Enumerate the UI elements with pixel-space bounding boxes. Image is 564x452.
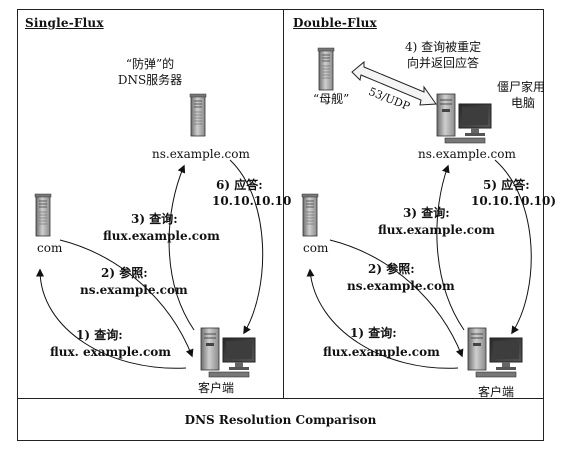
client-computer-icon xyxy=(200,327,256,378)
arrow-right-step5-answer xyxy=(494,159,532,335)
arrow-right-step3-query xyxy=(436,164,465,331)
arrow-step6-answer xyxy=(229,159,264,335)
com-label: com xyxy=(37,241,63,255)
zombie-label-line2: 电脑 xyxy=(511,96,536,110)
diagram-caption: DNS Resolution Comparison xyxy=(184,413,377,427)
right-step1-value: flux.example.com xyxy=(323,345,440,359)
arrow-right-step1-query xyxy=(306,268,459,369)
step4-line1: 4) 查询被重定 xyxy=(405,40,482,54)
single-flux-title: Single-Flux xyxy=(25,16,104,30)
step2-value: ns.example.com xyxy=(80,283,188,297)
arrow-step2-referral xyxy=(59,239,194,358)
right-step2-value: ns.example.com xyxy=(347,279,455,293)
client-label: 客户端 xyxy=(198,381,235,395)
ns-server-icon xyxy=(189,93,207,137)
right-step2-label: 2) 参照: xyxy=(368,262,415,276)
right-step1-label: 1) 查询: xyxy=(350,326,397,340)
diagram-frame xyxy=(17,9,544,441)
com-server-icon xyxy=(34,193,52,237)
arrow-step1-query xyxy=(36,268,187,369)
bulletproof-label-line1: “防弹”的 xyxy=(125,57,175,71)
right-com-label: com xyxy=(303,241,329,255)
step1-value: flux. example.com xyxy=(50,345,171,359)
com-server-icon-right xyxy=(301,193,319,237)
double-flux-title: Double-Flux xyxy=(293,16,377,30)
step4-line2: 向并返回应答 xyxy=(407,56,480,70)
client-computer-icon-right xyxy=(467,327,523,378)
arrow-right-step2-referral xyxy=(329,239,464,358)
panel-divider xyxy=(283,9,284,399)
step6-value: 10.10.10.10 xyxy=(212,194,292,208)
right-step3-label: 3) 查询: xyxy=(403,206,450,220)
mothership-server-icon xyxy=(317,47,335,91)
right-client-label: 客户端 xyxy=(478,385,515,399)
bulletproof-label-line2: DNS服务器 xyxy=(117,73,183,87)
right-ns-host-label: ns.example.com xyxy=(418,147,516,161)
udp-double-arrow xyxy=(351,60,437,106)
arrow-step3-query xyxy=(168,164,195,331)
zombie-label-line1: 僵尸家用 xyxy=(497,80,546,94)
step2-label: 2) 参照: xyxy=(101,266,148,280)
mothership-label: “母舰” xyxy=(313,92,350,106)
step1-label: 1) 查询: xyxy=(76,328,123,342)
step3-label: 3) 查询: xyxy=(131,212,178,226)
step3-value: flux.example.com xyxy=(103,229,220,243)
caption-divider xyxy=(17,398,544,399)
right-step3-value: flux.example.com xyxy=(378,223,495,237)
zombie-computer-icon xyxy=(436,93,492,144)
step6-label: 6) 应答: xyxy=(216,178,263,192)
right-step5-value: 10.10.10.10) xyxy=(471,194,557,208)
ns-host-label: ns.example.com xyxy=(152,147,250,161)
right-step5-label: 5) 应答: xyxy=(483,178,530,192)
